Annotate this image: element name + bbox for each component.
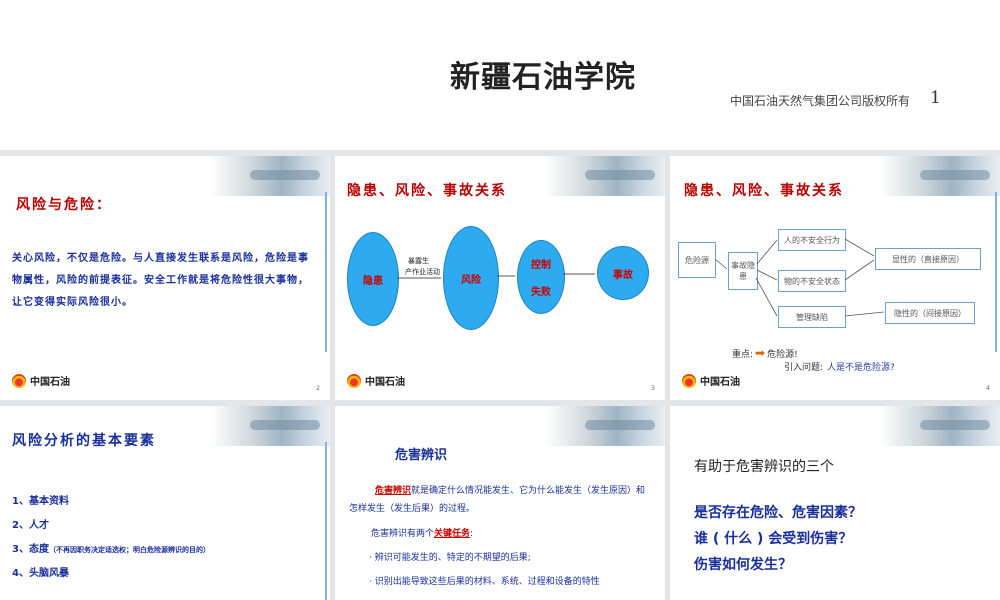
- divider-line: [325, 442, 327, 600]
- arrow-icon: ➡: [755, 346, 766, 360]
- list-item: 4、头脑风暴: [12, 568, 69, 579]
- slide-heading: 风险与危险：: [16, 197, 112, 213]
- question-2: 谁 ( 什么 ) 会受到伤害？: [694, 531, 853, 547]
- tasks-line: 危害辨识有两个关键任务:: [371, 529, 474, 539]
- slide-thumbnail-3[interactable]: 隐患、风险、事故关系 隐患 暴露生 产作业活动 风险 控制失败 事故 中国石油 …: [335, 156, 665, 400]
- box-indirect-cause: 隐性的（间接原因）: [885, 302, 975, 324]
- arrow-label-exposure: 暴露生 产作业活动: [405, 257, 440, 276]
- slide-banner: [210, 156, 330, 196]
- box-accident-hidden: 事故隐患: [728, 252, 758, 290]
- page-title: 新疆石油学院: [450, 60, 636, 95]
- logo-icon: [12, 373, 26, 388]
- element-list: 1、基本资料 2、人才 3、态度（不再因职务决定适选权；明白危险源辨识的目的） …: [12, 490, 210, 586]
- copyright-text: 中国石油天然气集团公司版权所有: [730, 94, 911, 108]
- petrochina-logo: 中国石油: [12, 373, 70, 388]
- node-risk: 风险: [443, 226, 499, 330]
- box-unsafe-state: 物的不安全状态: [778, 270, 846, 292]
- node-hidden-danger: 隐患: [347, 232, 399, 326]
- slide-banner: [880, 156, 1000, 196]
- divider-line: [325, 192, 327, 352]
- slide-heading: 隐患、风险、事故关系: [347, 183, 507, 199]
- box-management-defect: 管理缺陷: [778, 306, 846, 328]
- divider-line: [995, 192, 997, 352]
- intro-question-line: 引入问题:人是不是危险源?: [784, 363, 895, 373]
- slide-number: 3: [651, 385, 655, 392]
- slide-number: 2: [316, 385, 320, 392]
- question-3: 伤害如何发生？: [694, 557, 792, 573]
- slide-thumbnail-7[interactable]: 有助于危害辨识的三个 是否存在危险、危害因素？ 谁 ( 什么 ) 会受到伤害？ …: [670, 406, 1000, 600]
- logo-icon: [682, 373, 696, 388]
- box-hazard-source: 危险源: [678, 242, 716, 278]
- page-header: 新疆石油学院 中国石油天然气集团公司版权所有 1: [0, 0, 1000, 150]
- box-direct-cause: 显性的（直接原因）: [875, 248, 981, 270]
- slide-banner: [545, 156, 665, 196]
- petrochina-logo: 中国石油: [682, 373, 740, 388]
- list-item: 1、基本资料: [12, 496, 69, 507]
- slide-thumbnail-grid: 风险与危险： 关心风险，不仅是危险。与人直接发生联系是风险，危险是事物属性，风险…: [0, 150, 1000, 600]
- slide-thumbnail-4[interactable]: 隐患、风险、事故关系 危险源 事故隐患 人的不安全行为 物的不安全状态 管理缺陷…: [670, 156, 1000, 400]
- slide-body-text: 关心风险，不仅是危险。与人直接发生联系是风险，危险是事物属性，风险的前提表征。安…: [12, 253, 309, 308]
- slide-heading: 有助于危害辨识的三个: [694, 459, 834, 475]
- node-accident: 事故: [597, 246, 649, 300]
- slide-banner: [210, 406, 330, 446]
- box-unsafe-act: 人的不安全行为: [778, 229, 846, 251]
- petrochina-logo: 中国石油: [347, 373, 405, 388]
- page-number: 1: [930, 88, 941, 108]
- slide-heading: 隐患、风险、事故关系: [684, 183, 844, 199]
- slide-number: 4: [986, 385, 990, 392]
- slide-thumbnail-6[interactable]: 危害辨识 危害辨识就是确定什么情况能发生、它为什么能发生（发生原因）和怎样发生（…: [335, 406, 665, 600]
- logo-icon: [347, 373, 361, 388]
- slide-banner: [880, 406, 1000, 446]
- slide-thumbnail-2[interactable]: 风险与危险： 关心风险，不仅是危险。与人直接发生联系是风险，危险是事物属性，风险…: [0, 156, 330, 400]
- list-item: 2、人才: [12, 520, 49, 531]
- bullet-item: · 辨识可能发生的、特定的不期望的后果;: [369, 553, 531, 563]
- definition-text: 危害辨识就是确定什么情况能发生、它为什么能发生（发生原因）和怎样发生（发生后果）…: [349, 486, 646, 514]
- node-control-failure: 控制失败: [517, 240, 565, 314]
- bullet-item: · 识别出能导致这些后果的材料、系统、过程和设备的特性: [369, 577, 600, 587]
- key-point-line: 重点: ➡ 危险源!: [732, 346, 798, 360]
- slide-thumbnail-5[interactable]: 风险分析的基本要素 1、基本资料 2、人才 3、态度（不再因职务决定适选权；明白…: [0, 406, 330, 600]
- slide-banner: [545, 406, 665, 446]
- slide-heading: 危害辨识: [395, 448, 448, 463]
- question-1: 是否存在危险、危害因素？: [694, 505, 862, 521]
- list-item: 3、态度（不再因职务决定适选权；明白危险源辨识的目的）: [12, 544, 210, 555]
- slide-heading: 风险分析的基本要素: [12, 433, 156, 449]
